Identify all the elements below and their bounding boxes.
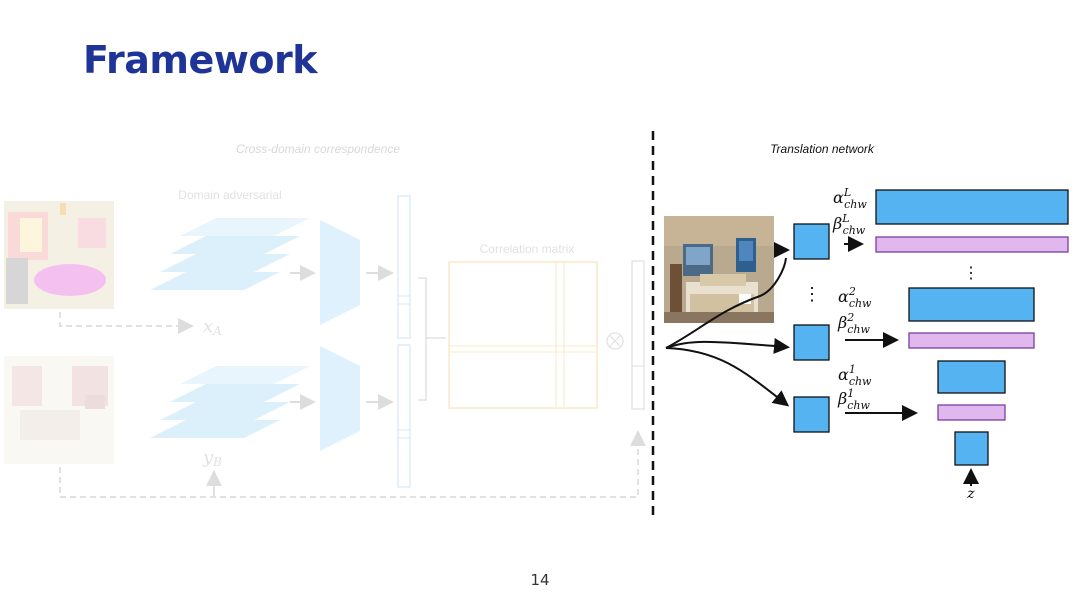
input-image-a [4, 201, 114, 309]
cross-domain-header: Cross-domain correspondence [236, 142, 400, 156]
vertical-ellipsis-right: ⋮ [963, 265, 979, 282]
modulation-2 [908, 332, 1035, 349]
arrow-to-level-2 [665, 337, 790, 354]
merge-bracket [418, 277, 446, 401]
multiply-operator [606, 332, 624, 350]
domain-adversarial-label: Domain adversarial [178, 188, 281, 202]
warped-exemplar-image [664, 216, 774, 323]
translation-network-header: Translation network [770, 142, 875, 156]
arrow-to-level-L-curve [665, 257, 787, 349]
page-number: 14 [530, 571, 550, 589]
vertical-ellipsis-left: ⋮ [803, 284, 821, 304]
exemplar-feature-L [793, 223, 830, 260]
arrow-to-level-1 [665, 347, 790, 407]
multiply-operator-cross [609, 335, 621, 347]
z-label: z [966, 486, 975, 502]
decoder-feature-1 [937, 360, 1006, 394]
x-a-label: xA [203, 316, 222, 338]
cross-domain-panel: Cross-domain correspondence Domain adver… [4, 142, 646, 498]
warped-feature-vector [631, 260, 645, 410]
input-image-b [4, 356, 114, 464]
noise-input-box [954, 431, 989, 466]
encoder-b [320, 346, 360, 451]
modulation-1 [937, 404, 1006, 421]
feature-vector-b [397, 344, 411, 488]
feature-stack-b [150, 366, 310, 438]
decoder-feature-2 [908, 287, 1035, 322]
correlation-matrix-label: Correlation matrix [480, 242, 575, 256]
modulation-L [875, 236, 1069, 253]
feature-vector-a [397, 195, 411, 339]
exemplar-feature-1 [793, 396, 830, 433]
encoder-a [320, 220, 360, 325]
exemplar-feature-2 [793, 324, 830, 361]
dashed-path-b [59, 430, 646, 498]
decoder-feature-L [875, 189, 1069, 225]
y-b-label: yB [202, 447, 222, 469]
feature-stack-a [150, 218, 310, 290]
slide-title: Framework [83, 38, 318, 82]
correlation-matrix [448, 261, 598, 409]
dashed-path-a [59, 312, 194, 334]
